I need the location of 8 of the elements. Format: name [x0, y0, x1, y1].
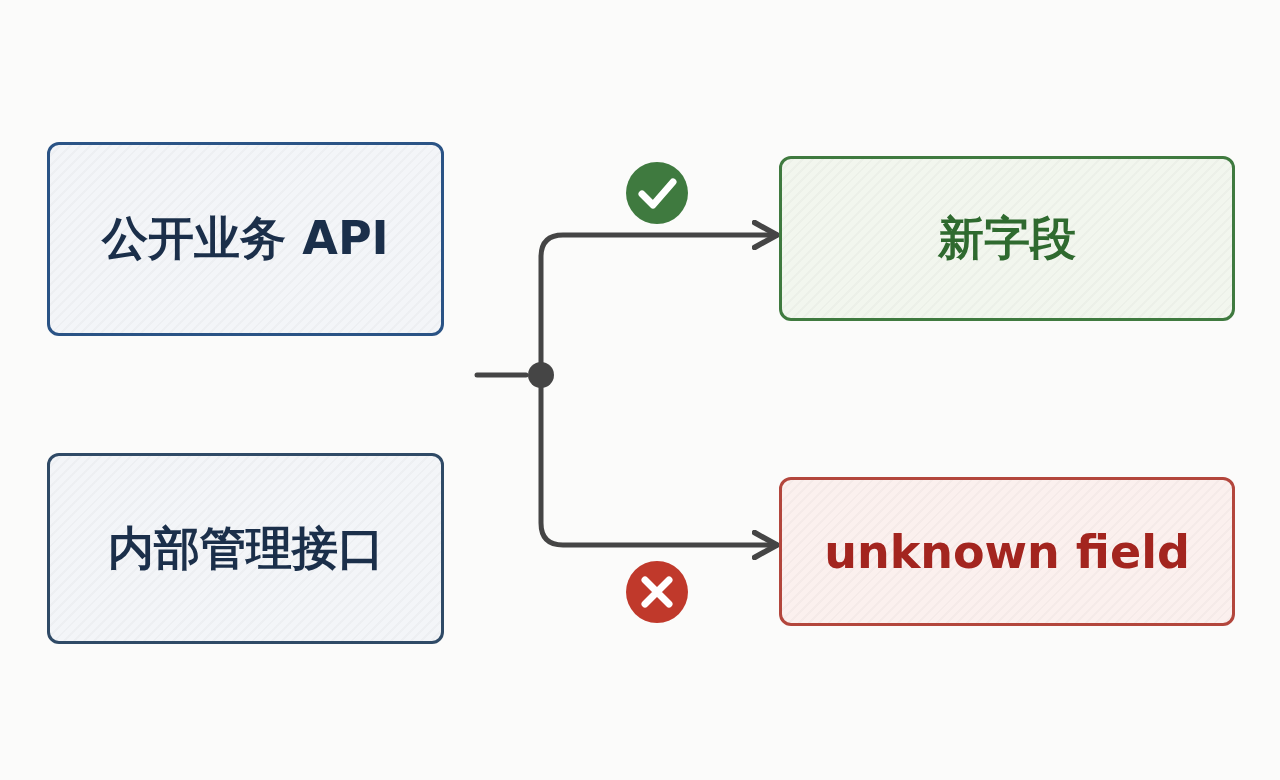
source-box: 内部管理接口	[47, 453, 444, 644]
arrow	[538, 385, 780, 561]
source-box: 公开业务 API	[47, 142, 444, 336]
result-box: unknown field	[779, 477, 1235, 626]
connector-line	[474, 372, 529, 378]
junction-dot	[528, 362, 554, 388]
arrow	[538, 219, 780, 365]
result-box: 新字段	[779, 156, 1235, 321]
